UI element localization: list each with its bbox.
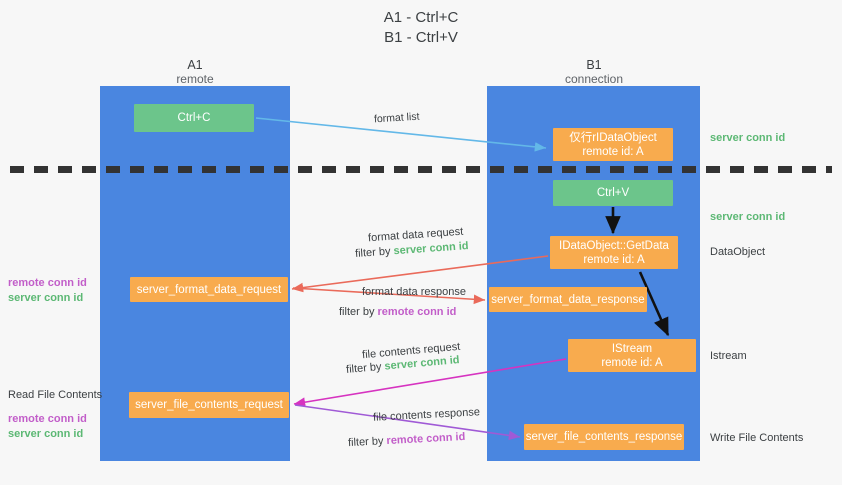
filter-prefix: filter by xyxy=(354,245,394,260)
column-a1-sub: remote xyxy=(176,72,214,86)
node-ctrl-c[interactable]: Ctrl+C xyxy=(134,104,254,132)
annotation-right-server-conn-id-mid: server conn id xyxy=(710,211,786,223)
arrow-format-data-response xyxy=(292,287,486,305)
node-server-format-data-request[interactable]: server_format_data_request xyxy=(130,277,288,302)
annotation-server-conn-id-2: server conn id xyxy=(8,428,84,440)
node-istream[interactable]: IStream remote id: A xyxy=(568,339,696,372)
edge-label-format-data-response: format data response xyxy=(362,286,466,298)
title-line-1: A1 - Ctrl+C xyxy=(383,9,459,26)
column-b1-sub: connection xyxy=(564,72,624,86)
node-idataobject-line1: 仅行rIDataObject xyxy=(569,131,657,144)
node-getdata-line1: IDataObject::GetData xyxy=(559,239,669,252)
node-ctrl-c-label: Ctrl+C xyxy=(177,112,211,124)
column-a1-name: A1 xyxy=(187,58,203,72)
phase-divider xyxy=(10,166,832,173)
node-server-file-contents-response[interactable]: server_file_contents_response xyxy=(524,424,684,450)
column-header-b1: B1 connection xyxy=(504,58,684,86)
annotation-left-conn-ids-2: remote conn id server conn id xyxy=(8,412,87,442)
node-server-file-contents-request[interactable]: server_file_contents_request xyxy=(129,392,289,418)
node-ctrl-v[interactable]: Ctrl+V xyxy=(553,180,673,206)
node-istream-line1: IStream xyxy=(611,342,653,355)
filter-key-remote-conn-id: remote conn id xyxy=(386,430,466,448)
annotation-write-file-contents: Write File Contents xyxy=(710,432,804,444)
annotation-remote-conn-id: remote conn id xyxy=(8,277,87,289)
arrow-file-contents-request xyxy=(293,358,567,407)
column-b1-name: B1 xyxy=(586,58,602,72)
filter-key-server-conn-id: server conn id xyxy=(393,240,469,258)
annotation-read-file-contents: Read File Contents xyxy=(8,389,103,401)
node-format-data-request-label: server_format_data_request xyxy=(136,283,282,296)
annotation-dataobject: DataObject xyxy=(710,246,766,258)
edge-label-format-list: format list xyxy=(373,110,420,126)
page-title: A1 - Ctrl+C B1 - Ctrl+V xyxy=(0,8,842,48)
arrow-format-data-request xyxy=(291,255,549,293)
node-ctrl-v-label: Ctrl+V xyxy=(596,187,630,199)
filter-prefix: filter by xyxy=(345,360,386,376)
filter-key-remote-conn-id: remote conn id xyxy=(377,306,457,318)
edge-label-format-data-response-filter: filter by remote conn id xyxy=(339,305,456,320)
node-file-contents-request-label: server_file_contents_request xyxy=(135,399,283,411)
node-file-contents-response-label: server_file_contents_response xyxy=(525,431,683,443)
title-line-2: B1 - Ctrl+V xyxy=(384,29,458,46)
node-getdata-line2: remote id: A xyxy=(583,253,645,266)
node-server-format-data-response[interactable]: server_format_data_response xyxy=(489,287,647,312)
column-header-a1: A1 remote xyxy=(105,58,285,86)
node-idataobject-line2: remote id: A xyxy=(582,145,644,158)
annotation-right-server-conn-id-top: server conn id xyxy=(710,132,786,144)
filter-prefix: filter by xyxy=(339,306,378,318)
annotation-istream: Istream xyxy=(710,350,747,362)
annotation-left-conn-ids-1: remote conn id server conn id xyxy=(8,276,87,306)
arrow-getdata-istream xyxy=(638,271,670,337)
filter-prefix: filter by xyxy=(347,435,387,450)
node-idataobject-getdata[interactable]: IDataObject::GetData remote id: A xyxy=(550,236,678,269)
node-idataobject[interactable]: 仅行rIDataObject remote id: A xyxy=(553,128,673,161)
annotation-server-conn-id: server conn id xyxy=(8,292,84,304)
node-format-data-response-label: server_format_data_response xyxy=(491,293,645,306)
node-istream-line2: remote id: A xyxy=(601,356,663,369)
annotation-remote-conn-id-2: remote conn id xyxy=(8,413,87,425)
arrow-file-contents-response xyxy=(294,404,521,441)
arrow-format-list xyxy=(255,117,547,152)
